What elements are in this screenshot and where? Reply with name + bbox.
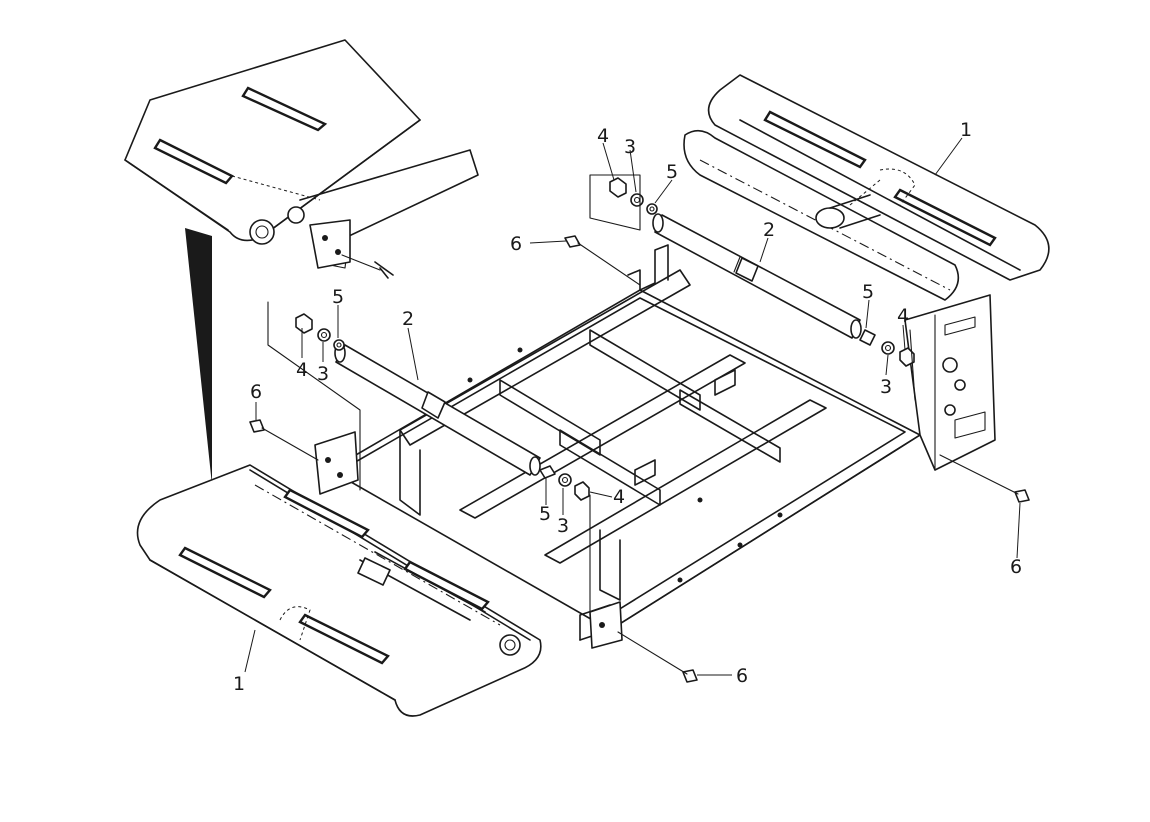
detail-inset-belt-assembly xyxy=(124,39,479,279)
callout-4-bottom: 4 xyxy=(613,486,625,508)
callout-4-top: 4 xyxy=(597,125,609,147)
callout-labels: 1 1 2 2 3 3 3 3 4 4 4 4 5 5 5 5 6 6 6 6 xyxy=(233,119,1022,695)
callout-3-bottom: 3 xyxy=(557,515,569,537)
callout-4-left: 4 xyxy=(296,359,308,381)
callout-3-left: 3 xyxy=(317,363,329,385)
callout-leaders xyxy=(244,137,1021,676)
callout-2-right-roller: 2 xyxy=(763,219,775,241)
hardware-bolts xyxy=(249,235,1030,683)
roller-right xyxy=(652,213,862,339)
callout-3-right: 3 xyxy=(880,376,892,398)
callout-1-bottom-left: 1 xyxy=(233,673,245,695)
main-frame xyxy=(314,244,996,649)
hardware-left xyxy=(267,301,591,616)
belt-right xyxy=(683,74,1050,301)
callout-2-left-roller: 2 xyxy=(402,308,414,330)
callout-6-left: 6 xyxy=(250,381,262,403)
callout-1-top-right: 1 xyxy=(960,119,972,141)
callout-6-top: 6 xyxy=(510,233,522,255)
callout-5-left: 5 xyxy=(332,286,344,308)
hardware-top xyxy=(589,174,916,401)
callout-5-bottom: 5 xyxy=(539,503,551,525)
callout-5-right: 5 xyxy=(862,281,874,303)
inset-pointer-wedge xyxy=(185,228,212,485)
callout-3-top: 3 xyxy=(624,136,636,158)
callout-4-right: 4 xyxy=(897,305,909,327)
callout-6-bottom: 6 xyxy=(736,665,748,687)
callout-5-top: 5 xyxy=(666,161,678,183)
callout-6-right: 6 xyxy=(1010,556,1022,578)
belt-left xyxy=(136,464,542,717)
